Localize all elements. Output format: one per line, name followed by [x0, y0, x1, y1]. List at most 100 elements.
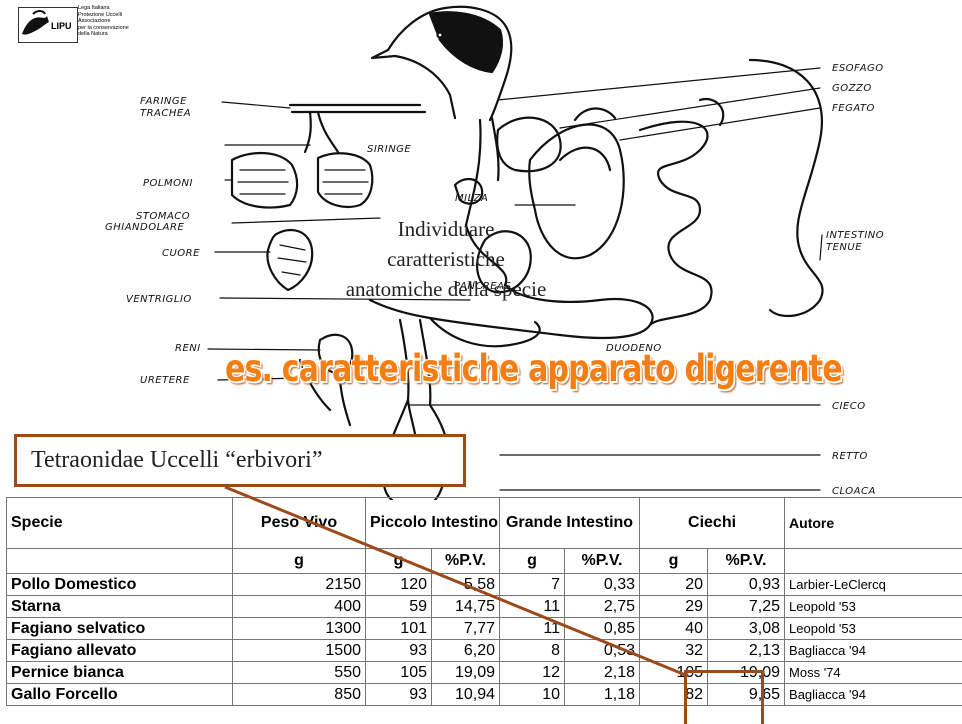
cell-ci-pv: 0,93 [708, 574, 785, 596]
cell-ci-pv: 19,09 [708, 662, 785, 684]
cell-gi-pv: 1,18 [565, 684, 640, 706]
intestine-data-table: Specie Peso Vivo Piccolo Intestino Grand… [6, 497, 962, 706]
note-line: Individuare [286, 214, 606, 244]
cell-peso: 2150 [233, 574, 366, 596]
label-tenue: TENUE [826, 242, 862, 253]
label-retto: RETTO [832, 451, 868, 462]
cell-specie: Starna [7, 596, 233, 618]
label-fegato: FEGATO [832, 103, 875, 114]
label-gozzo: GOZZO [832, 83, 872, 94]
label-cieco: CIECO [832, 401, 866, 412]
subheader-cell: g [366, 549, 432, 574]
label-ghiandolare: GHIANDOLARE [105, 222, 184, 233]
cell-gi-pv: 2,75 [565, 596, 640, 618]
cell-ci-g: 32 [640, 640, 708, 662]
subheader-cell: g [640, 549, 708, 574]
cell-gi-g: 8 [500, 640, 565, 662]
cell-specie: Fagiano allevato [7, 640, 233, 662]
caption-text: Tetraonidae Uccelli “erbivori” [31, 447, 323, 474]
cell-peso: 1500 [233, 640, 366, 662]
header-autore: Autore [785, 498, 962, 549]
label-uretere: URETERE [140, 375, 190, 386]
label-stomaco: STOMACO [136, 211, 190, 222]
cell-pi-g: 93 [366, 684, 432, 706]
label-cuore: CUORE [162, 248, 200, 259]
label-faringe: FARINGE [140, 96, 187, 107]
cell-ci-g: 105 [640, 662, 708, 684]
cell-pi-pv: 14,75 [432, 596, 500, 618]
subheader-cell: g [500, 549, 565, 574]
cell-pi-pv: 6,20 [432, 640, 500, 662]
cell-ci-g: 82 [640, 684, 708, 706]
label-esofago: ESOFAGO [832, 63, 884, 74]
cell-ci-g: 20 [640, 574, 708, 596]
cell-gi-pv: 2,18 [565, 662, 640, 684]
cell-specie: Pernice bianca [7, 662, 233, 684]
cell-gi-g: 10 [500, 684, 565, 706]
lipu-logo-caption: Lega Italiana Protezione Uccelli Associa… [78, 5, 148, 38]
cell-specie: Pollo Domestico [7, 574, 233, 596]
cell-autore: Bagliacca '94 [785, 684, 962, 706]
cell-autore: Larbier-LeClercq [785, 574, 962, 596]
cell-pi-pv: 5,58 [432, 574, 500, 596]
cell-pi-pv: 10,94 [432, 684, 500, 706]
table-subheader-row: g g %P.V. g %P.V. g %P.V. [7, 549, 962, 574]
subheader-cell: %P.V. [708, 549, 785, 574]
cell-peso: 400 [233, 596, 366, 618]
note-text: Individuare caratteristiche anatomiche d… [286, 214, 606, 304]
cell-specie: Gallo Forcello [7, 684, 233, 706]
subheader-cell: %P.V. [432, 549, 500, 574]
cell-pi-g: 93 [366, 640, 432, 662]
label-polmoni: POLMONI [143, 178, 193, 189]
cell-pi-g: 59 [366, 596, 432, 618]
cell-autore: Leopold '53 [785, 596, 962, 618]
note-line: anatomiche della specie [286, 274, 606, 304]
cell-gi-pv: 0,53 [565, 640, 640, 662]
cell-peso: 1300 [233, 618, 366, 640]
header-peso-vivo: Peso Vivo [233, 498, 366, 549]
cell-ci-pv: 7,25 [708, 596, 785, 618]
label-cloaca: CLOACA [832, 486, 876, 497]
cell-pi-pv: 19,09 [432, 662, 500, 684]
cell-peso: 550 [233, 662, 366, 684]
cell-peso: 850 [233, 684, 366, 706]
header-specie: Specie [7, 498, 233, 549]
lung-left [232, 153, 297, 207]
cell-gi-pv: 0,85 [565, 618, 640, 640]
label-reni: RENI [175, 343, 201, 354]
cell-ci-pv: 9,65 [708, 684, 785, 706]
cell-autore: Leopold '53 [785, 618, 962, 640]
cell-ci-pv: 3,08 [708, 618, 785, 640]
cell-pi-pv: 7,77 [432, 618, 500, 640]
table-header-row: Specie Peso Vivo Piccolo Intestino Grand… [7, 498, 962, 549]
bird-logo-icon [19, 8, 51, 40]
caption-box: Tetraonidae Uccelli “erbivori” [14, 434, 466, 487]
logo-line: della Natura [78, 31, 148, 38]
note-line: caratteristiche [286, 244, 606, 274]
cell-ci-g: 29 [640, 596, 708, 618]
subheader-cell [785, 549, 962, 574]
cell-gi-g: 11 [500, 596, 565, 618]
cell-autore: Bagliacca '94 [785, 640, 962, 662]
lipu-logo-mark: LIPU [18, 7, 78, 43]
lipu-logo: LIPU Lega Italiana Protezione Uccelli As… [18, 5, 143, 43]
header-grande-intestino: Grande Intestino [500, 498, 640, 549]
label-ventriglio: VENTRIGLIO [126, 294, 192, 305]
cell-autore: Moss '74 [785, 662, 962, 684]
header-ciechi: Ciechi [640, 498, 785, 549]
label-siringe: SIRINGE [367, 144, 411, 155]
cell-pi-g: 120 [366, 574, 432, 596]
cell-specie: Fagiano selvatico [7, 618, 233, 640]
cell-gi-g: 11 [500, 618, 565, 640]
overlay-title: es. caratteristiche apparato digerente [225, 347, 824, 390]
cell-pi-g: 105 [366, 662, 432, 684]
subheader-blank [7, 549, 233, 574]
